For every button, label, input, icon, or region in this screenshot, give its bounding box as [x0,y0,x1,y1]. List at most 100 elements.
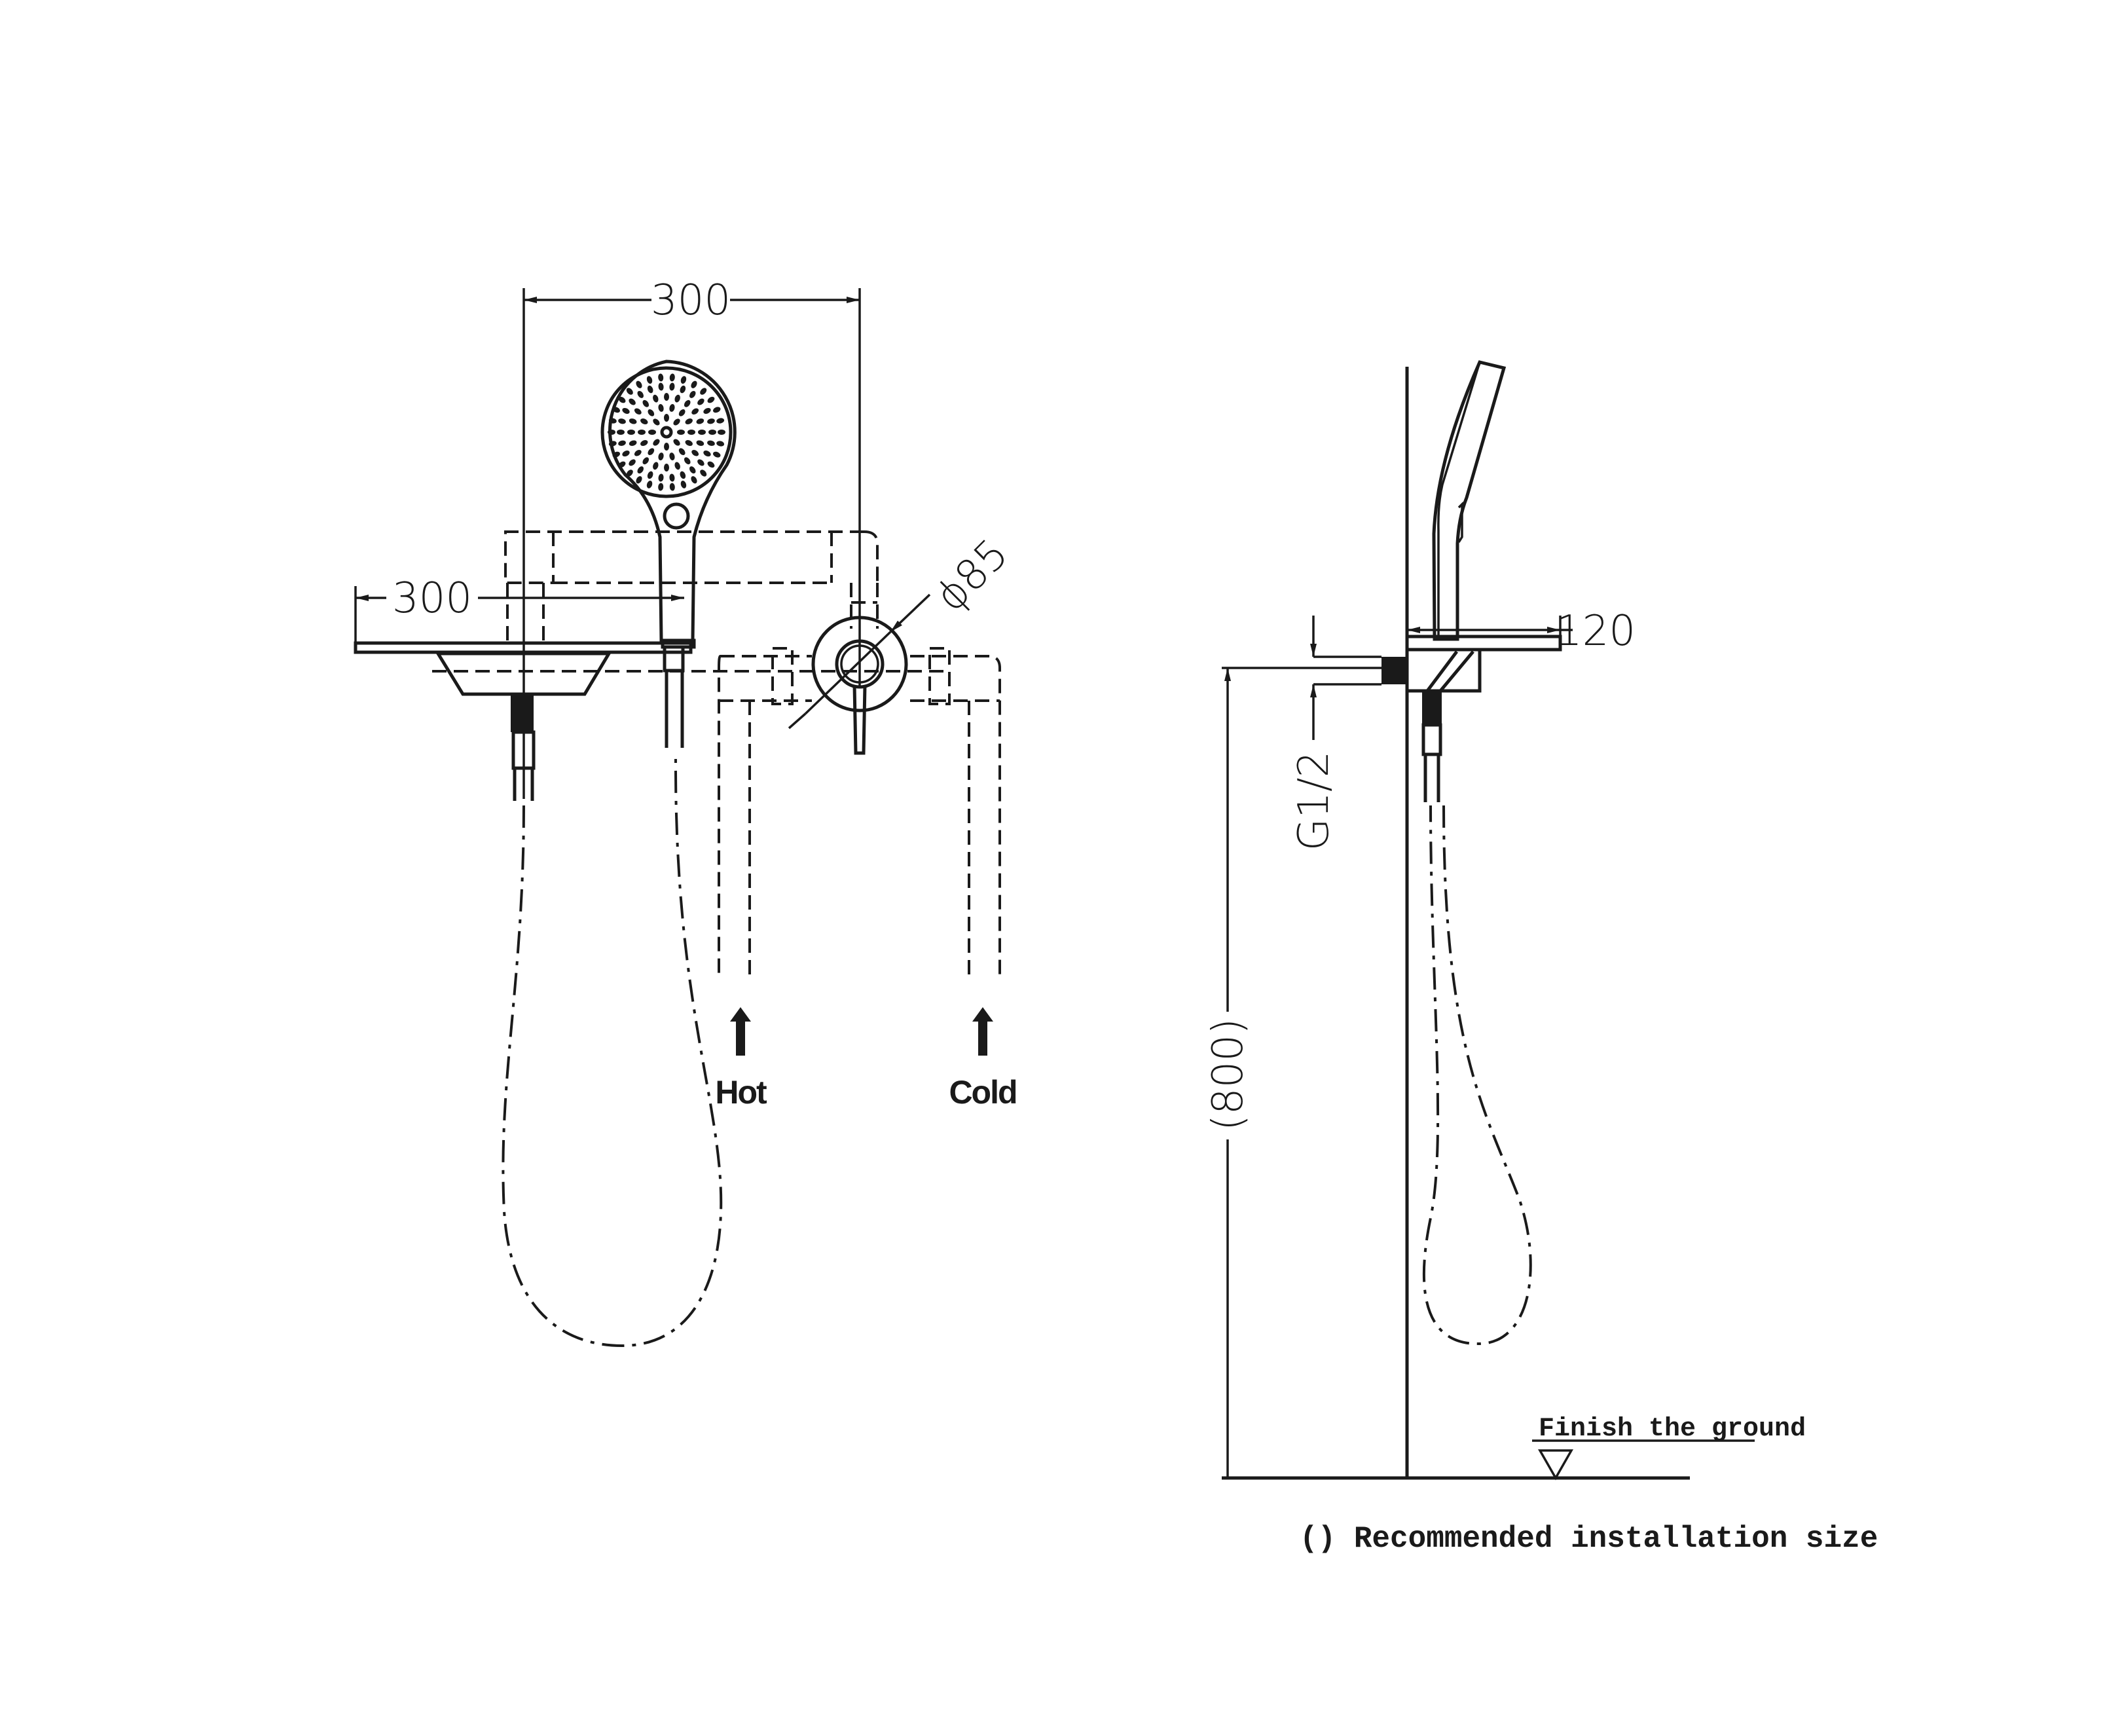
wall-connector-icon [1381,657,1406,684]
nozzle-dot [687,430,695,435]
nozzle-dot [658,483,664,491]
nozzle-dot [678,448,686,456]
nozzle-dot [680,385,686,394]
dimension-height: (800) [1204,667,1381,1478]
footnote: () Recommended installation size [1300,1522,1878,1556]
nozzle-dot [629,418,637,424]
nozzle-dot [664,443,669,451]
nozzle-dot [698,430,706,435]
nozzle-dot [713,407,721,413]
nozzle-dot [648,448,655,456]
dim-height-label: (800) [1204,1018,1253,1131]
nozzle-dot [718,430,725,435]
nozzle-dot [618,396,626,403]
nozzle-dot [653,394,659,403]
nozzle-dot [684,457,691,465]
threaded-connector-icon [511,695,534,732]
nozzle-dot [648,409,655,416]
hose [502,752,723,1348]
nozzle-dot [685,440,693,446]
nozzle-dot [658,382,664,391]
nozzle-dot [691,476,697,484]
nozzle-dot [680,471,686,479]
nozzle-dot [664,393,669,401]
nozzle-dot [612,451,620,458]
nozzle-dot [653,462,659,470]
nozzle-dot [673,439,680,446]
nozzle-dot [622,451,630,457]
nozzle-dot [678,409,686,416]
nozzle-dot [637,390,644,398]
nozzle-dot [629,440,637,446]
nozzle-dot [618,461,626,468]
nozzle-dot [626,388,633,395]
nozzle-dot [646,481,653,489]
nozzle-dot [691,380,697,388]
hose-side [1423,805,1532,1346]
nozzle-dot [648,430,656,435]
nozzle-dot [629,398,636,405]
dim-depth-label: 120 [1556,607,1636,656]
nozzle-dot [680,481,687,489]
hot-label: Hot [715,1074,767,1111]
nozzle-dot [640,418,648,424]
nozzle-dot [608,441,617,447]
nozzle-dot [622,407,630,414]
nozzle-dot [691,408,699,415]
dimension-shelf-width: 300 [354,574,684,645]
nozzle-dot [642,399,649,407]
cold-label: Cold [949,1074,1016,1111]
nozzle-dot [612,407,620,413]
nozzle-dot [673,418,680,426]
nozzle-dot [696,418,704,424]
mixer-valve: ϕ85 [788,530,1018,755]
dimension-depth: 120 [1407,607,1636,656]
nozzle-dot [669,473,675,482]
nozzle-dot [629,459,636,466]
nozzle-dot [689,466,696,474]
dim-shelf-width-label: 300 [392,574,472,623]
nozzle-dot [618,440,626,446]
nozzle-dot [708,430,716,435]
dim-valve-diameter-label: ϕ85 [926,530,1018,621]
nozzle-dot [707,461,715,468]
nozzle-dot [669,483,675,491]
hand-shower [600,360,737,748]
nozzle-dot [697,459,704,466]
nozzle-dot [707,418,715,424]
nozzle-dot [669,452,675,460]
nozzle-dot [674,394,680,403]
nozzle-dot [685,418,693,424]
nozzle-dot [664,464,669,471]
nozzle-dot [697,398,704,405]
nozzle-dot [608,430,615,435]
dim-top-width-label: 300 [651,276,731,325]
nozzle-dot [642,457,649,465]
nozzle-dot [617,430,625,435]
nozzle-dot [637,466,644,474]
nozzle-dot [647,471,653,479]
nozzle-dot [658,373,664,382]
nozzle-dot [636,380,642,388]
nozzle-dot [677,430,685,435]
nozzle-dot [627,430,635,435]
ground-marker: Finish the ground [1532,1414,1806,1481]
nozzle-dot [689,390,696,398]
side-view: 120 G1/2 (800) Finish the ground [1204,360,1806,1481]
nozzle-dot [634,408,642,415]
nozzle-dot [713,451,721,458]
nozzle-dot [680,376,687,384]
nozzle-dot [716,441,725,447]
nozzle-dot [658,452,664,460]
nozzle-dot [716,418,725,424]
nozzle-dot [700,470,707,477]
nozzle-dot [653,418,660,426]
nozzle-dot [658,404,664,412]
nozzle-dot [618,418,626,424]
nozzle-dot [636,476,642,484]
nozzle-dot [674,462,680,470]
dimension-top-width: 300 [522,276,861,799]
nozzle-dot [653,439,660,446]
dimension-thread: G1/2 [1290,616,1338,851]
inlet-cold: Cold [949,1007,1018,1111]
